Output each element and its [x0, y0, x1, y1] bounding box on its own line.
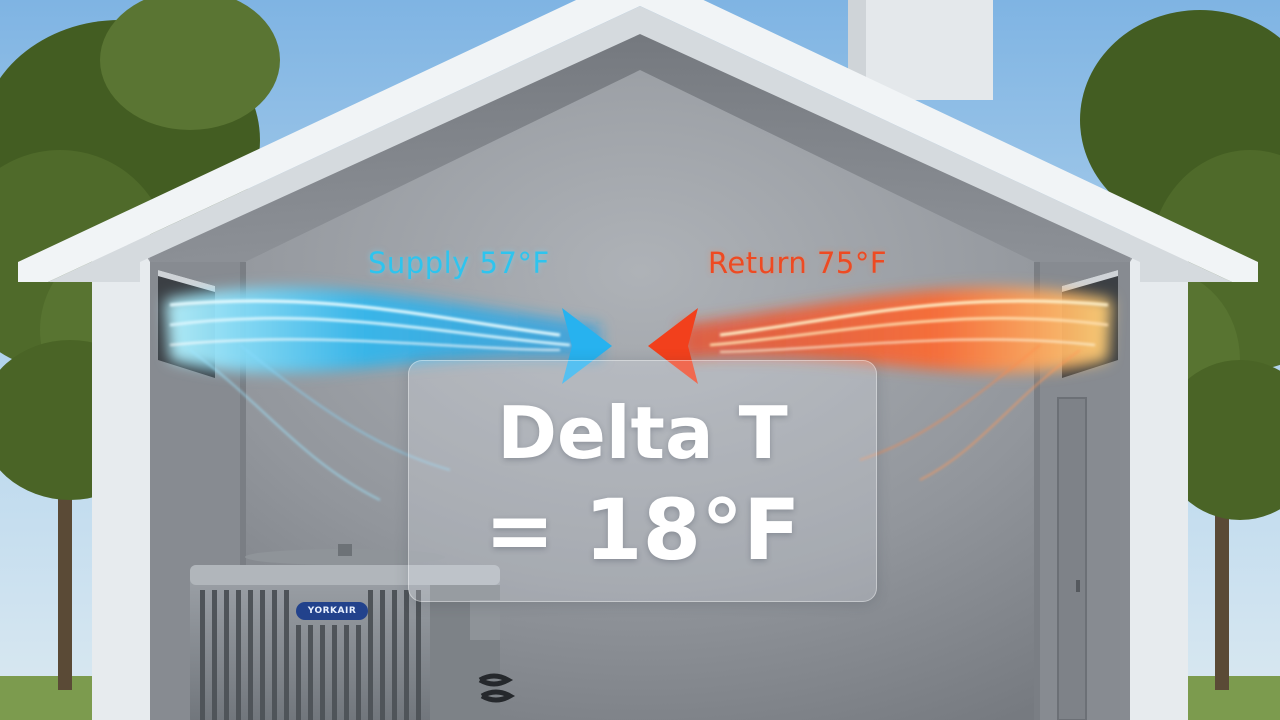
interior-wall	[150, 30, 1130, 720]
delta-t-title: Delta T	[497, 391, 788, 475]
delta-t-value: = 18°F	[484, 481, 801, 579]
supply-label: Supply 57°F	[368, 246, 550, 280]
door	[1057, 397, 1087, 720]
hot-airflow	[680, 287, 1112, 481]
arrow-left-icon	[648, 308, 698, 384]
cold-airflow	[165, 287, 600, 501]
unit-brand-label: YORKAIR	[307, 606, 357, 616]
house-left-wall	[92, 232, 150, 720]
delta-t-panel: Delta T = 18°F	[408, 360, 877, 602]
unit-badge	[296, 602, 368, 620]
arrow-right-icon	[562, 308, 612, 384]
ac-condenser-icon	[190, 544, 516, 720]
return-label: Return 75°F	[708, 246, 888, 280]
house-right-wall	[1130, 232, 1188, 720]
